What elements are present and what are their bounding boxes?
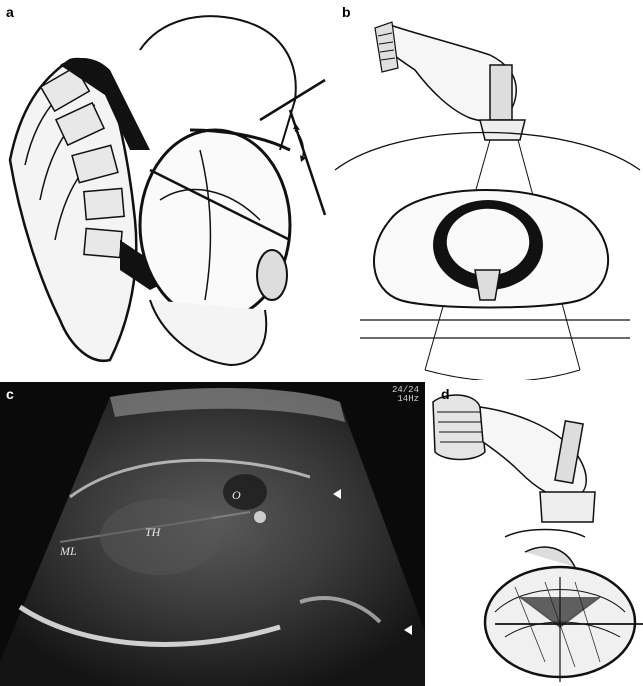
ultrasound-info: 24/24 14Hz [392,386,419,404]
panel-d-label: d [441,386,450,402]
panel-a-label: a [6,4,14,20]
panel-a: a [0,0,330,380]
transabdominal-probe-drawing [330,0,643,380]
panel-d: d [425,382,643,686]
structure-label-ml: ML [60,544,77,559]
ultrasound-info-line2: 14Hz [392,395,419,404]
translabial-probe-drawing [425,382,643,686]
panel-b-label: b [342,4,351,20]
panel-c-label: c [6,386,14,402]
structure-label-o: O [232,488,241,503]
panel-b: b [330,0,643,380]
panel-c-ultrasound: c 24/24 14Hz ML TH O [0,382,425,686]
structure-label-th: TH [145,525,160,540]
pelvis-sagittal-drawing [0,0,330,380]
ultrasound-image [0,382,425,686]
